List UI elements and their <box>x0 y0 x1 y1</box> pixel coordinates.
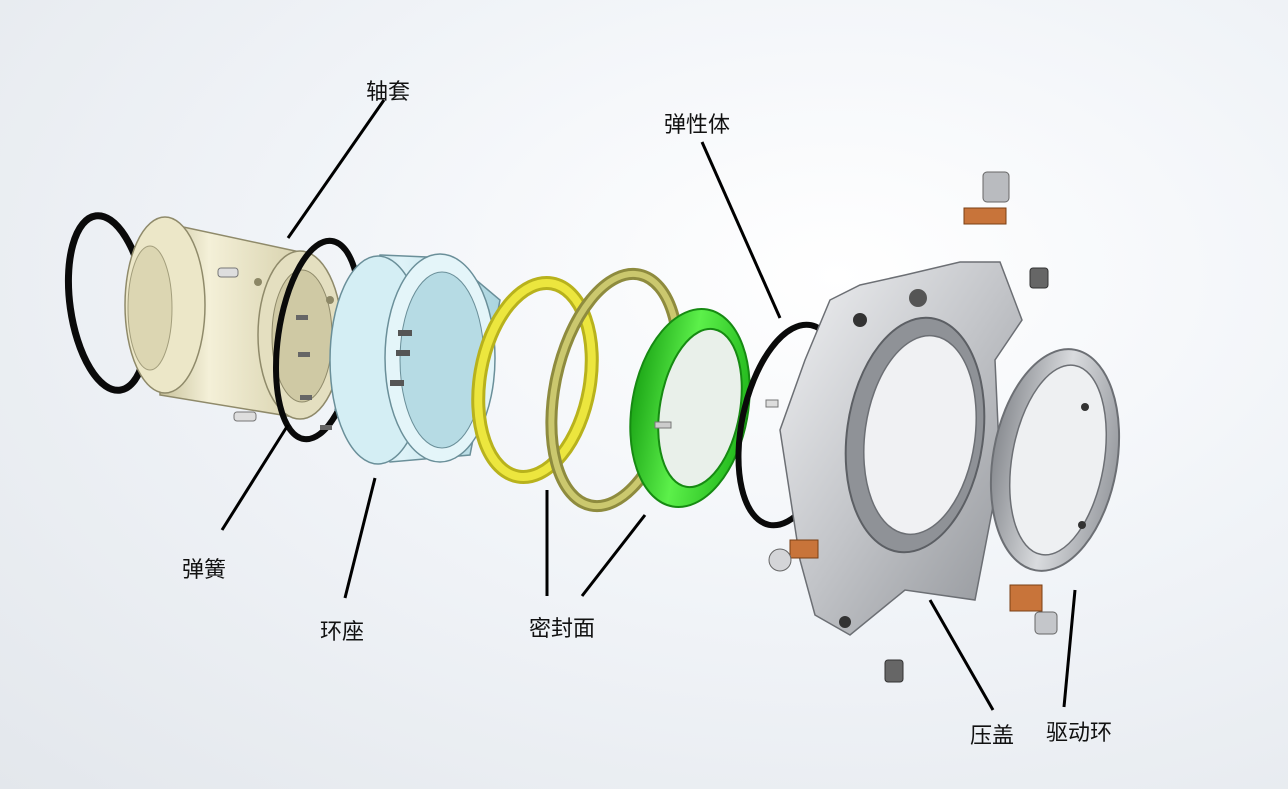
ring-seat-part <box>329 253 501 465</box>
label-gland: 压盖 <box>970 724 1015 749</box>
label-elastomer: 弹性体 <box>664 113 731 138</box>
leader-lines <box>220 99 1077 711</box>
elastomer-green-part <box>629 308 751 508</box>
shaft-sleeve-part <box>124 216 343 422</box>
label-drive-ring: 驱动环 <box>1046 721 1113 746</box>
sealing-face-yellow-part <box>471 276 599 484</box>
leader-ring-seat <box>343 477 377 599</box>
leader-sealing-face-b <box>580 514 647 597</box>
label-shaft-sleeve: 轴套 <box>366 80 411 105</box>
label-spring: 弹簧 <box>182 558 227 583</box>
label-sealing-face: 密封面 <box>529 617 596 642</box>
label-ring-seat: 环座 <box>320 620 365 645</box>
loose-hardware <box>884 171 1058 683</box>
leader-elastomer <box>700 141 782 319</box>
leader-gland <box>928 599 995 711</box>
leader-spring <box>220 424 290 531</box>
drive-ring-part <box>989 348 1121 572</box>
leader-shaft-sleeve <box>286 99 386 239</box>
gland-part <box>768 261 1023 636</box>
leader-drive-ring <box>1062 589 1077 708</box>
